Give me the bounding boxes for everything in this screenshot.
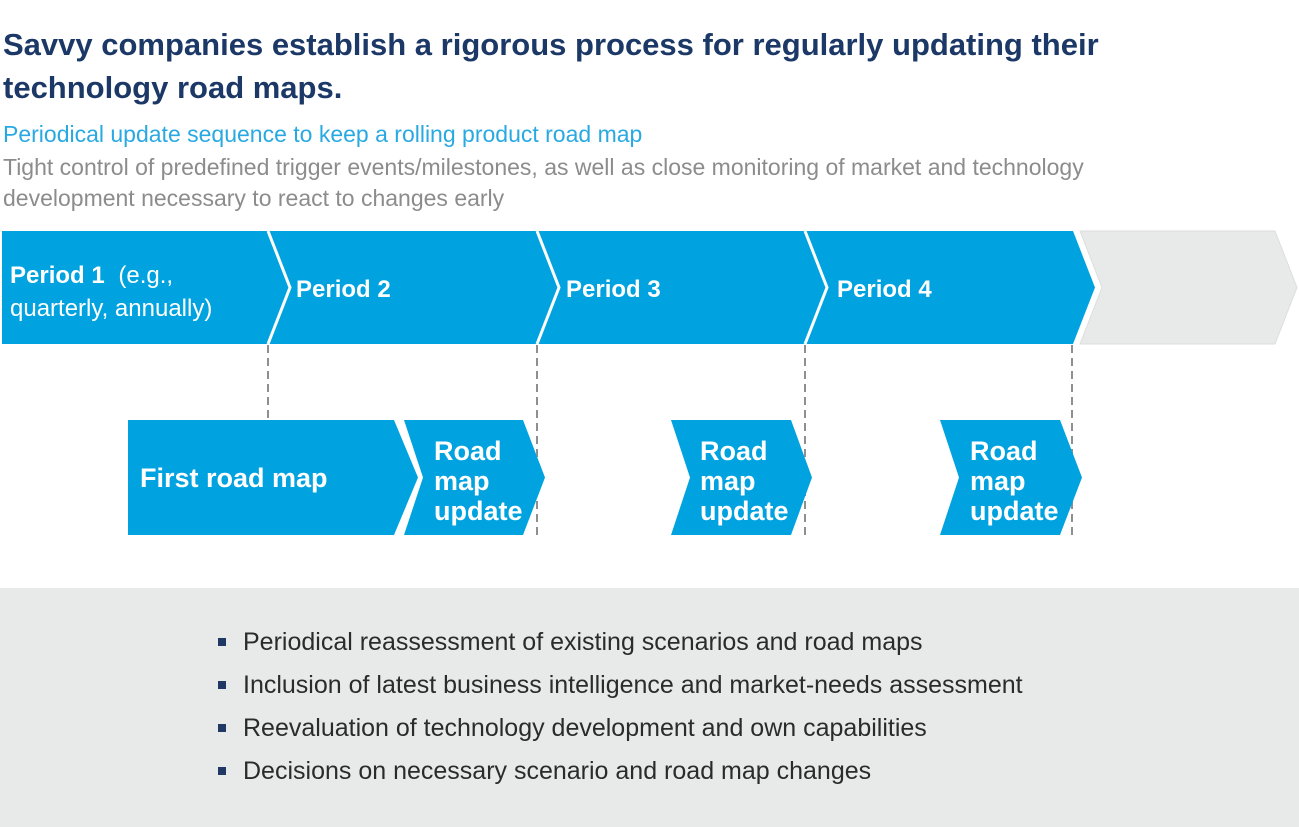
roadmap-update-chevron-1-shape [404, 420, 545, 535]
period-1-label-line2: quarterly, annually) [10, 295, 212, 322]
chart-description-line-2: development necessary to react to change… [3, 185, 505, 211]
update-1-line-3: update [434, 496, 523, 526]
period-separator-2 [535, 230, 561, 345]
list-item: Reevaluation of technology development a… [218, 716, 1259, 741]
chart-description: Tight control of predefined trigger even… [3, 152, 1283, 214]
page-title-line-1: Savvy companies establish a rigorous pro… [3, 26, 1099, 62]
update-3-line-1: Road [970, 436, 1038, 466]
update-3-line-3: update [970, 496, 1059, 526]
bullet-square-icon [218, 681, 226, 689]
first-roadmap-arrow [128, 420, 418, 535]
roadmap-update-chevron-3: Road map update [940, 420, 1082, 535]
period-3-label: Period 3 [566, 276, 661, 303]
summary-panel: Periodical reassessment of existing scen… [0, 588, 1299, 827]
period-separator-3 [803, 230, 829, 345]
roadmap-update-chevron-2-shape [671, 420, 812, 535]
list-item: Periodical reassessment of existing scen… [218, 630, 1259, 655]
first-roadmap-label: First road map [140, 463, 328, 493]
page-title: Savvy companies establish a rigorous pro… [3, 23, 1243, 109]
update-2-line-3: update [700, 496, 789, 526]
update-2-line-2: map [700, 466, 756, 496]
period-1-suffix: (e.g., [118, 262, 173, 289]
update-1-line-2: map [434, 466, 490, 496]
chart-subtitle: Periodical update sequence to keep a rol… [3, 121, 643, 147]
period-1-name: Period 1 [10, 262, 105, 289]
chart-description-line-1: Tight control of predefined trigger even… [3, 154, 1084, 180]
update-2-line-1: Road [700, 436, 768, 466]
period-4-label: Period 4 [837, 276, 932, 303]
roadmap-update-chevron-1: Road map update [404, 420, 545, 535]
bullet-square-icon [218, 724, 226, 732]
page-title-line-2: technology road maps. [3, 69, 343, 105]
bullet-square-icon [218, 638, 226, 646]
bullet-list: Periodical reassessment of existing scen… [0, 588, 1299, 784]
list-item: Decisions on necessary scenario and road… [218, 759, 1259, 784]
update-3-line-2: map [970, 466, 1026, 496]
bullet-text: Reevaluation of technology development a… [243, 714, 927, 742]
roadmap-update-chevron-3-shape [940, 420, 1082, 535]
period-band [2, 231, 1095, 344]
period-1-label: Period 1 (e.g., [10, 262, 173, 289]
period-separator-1 [266, 230, 292, 345]
bullet-square-icon [218, 767, 226, 775]
list-item: Inclusion of latest business intelligenc… [218, 673, 1259, 698]
period-2-label: Period 2 [296, 276, 391, 303]
bullet-text: Inclusion of latest business intelligenc… [243, 671, 1023, 699]
timeline-diagram: Period 1 (e.g., quarterly, annually) Per… [2, 230, 1298, 536]
bullet-text: Decisions on necessary scenario and road… [243, 757, 872, 785]
bullet-text: Periodical reassessment of existing scen… [243, 628, 923, 656]
roadmap-update-chevron-2: Road map update [671, 420, 812, 535]
future-period-arrow [1079, 230, 1298, 345]
update-1-line-1: Road [434, 436, 502, 466]
